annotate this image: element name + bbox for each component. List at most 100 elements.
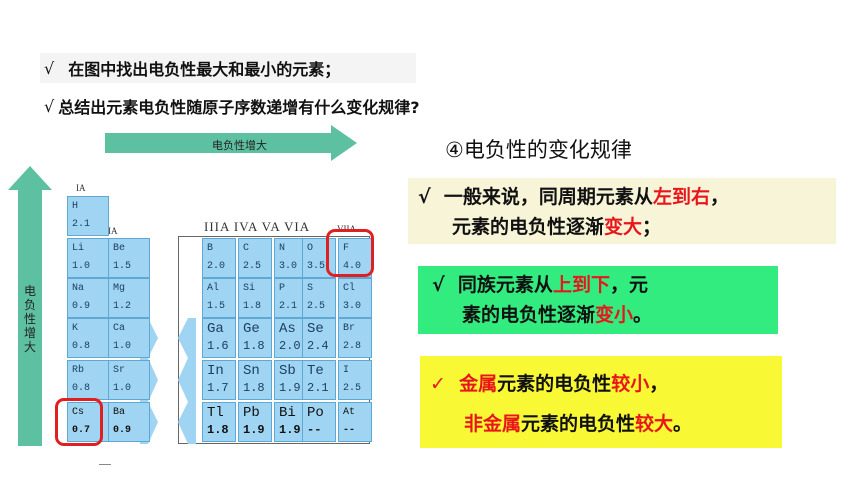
horizontal-arrow-label: 电负性增大 xyxy=(212,139,267,152)
rule-line-2: 非金属元素的电负性较大。 xyxy=(430,406,782,442)
rule-text: 。 xyxy=(673,413,693,435)
element-electronegativity: 2.5 xyxy=(307,301,326,312)
element-symbol: C xyxy=(243,243,250,254)
element-cell: Ba 0.9 xyxy=(108,402,150,442)
element-electronegativity: 2.8 xyxy=(343,341,362,352)
highlight-text: 金属 xyxy=(459,373,498,395)
vertical-arrow xyxy=(8,166,52,446)
element-symbol: F xyxy=(343,243,350,254)
element-symbol: Be xyxy=(113,243,126,254)
max-electronegativity-highlight xyxy=(326,229,374,277)
element-cell: Ca 1.0 xyxy=(108,318,150,358)
element-symbol: S xyxy=(307,283,314,294)
torn-edge-right xyxy=(178,318,196,444)
rule-text: 素的电负性逐渐 xyxy=(462,304,596,326)
check-mark: √ xyxy=(418,186,431,208)
element-symbol: P xyxy=(279,283,286,294)
element-symbol: Tl xyxy=(207,405,224,421)
element-cell: Ga 1.6 xyxy=(202,318,236,358)
element-electronegativity: 2.0 xyxy=(207,261,226,272)
element-symbol: O xyxy=(307,243,314,254)
rule-box-metal: ✓ 金属元素的电负性较小， 非金属元素的电负性较大。 xyxy=(420,356,782,448)
element-symbol: Cs xyxy=(72,407,85,418)
element-electronegativity: 1.2 xyxy=(113,301,132,312)
question-text: 在图中找出电负性最大和最小的元素； xyxy=(68,60,341,79)
element-cell: S 2.5 xyxy=(302,278,336,318)
element-symbol: Si xyxy=(243,283,256,294)
element-symbol: Pb xyxy=(243,405,260,421)
element-symbol: Sn xyxy=(243,363,260,379)
element-symbol: B xyxy=(207,243,214,254)
element-symbol: Ge xyxy=(243,321,260,337)
element-symbol: Br xyxy=(343,323,356,334)
element-symbol: Sb xyxy=(279,363,296,379)
element-cell: Mg 1.2 xyxy=(108,278,150,318)
element-symbol: Li xyxy=(72,243,85,254)
element-electronegativity: 2.0 xyxy=(279,339,301,353)
dash-mark xyxy=(99,464,111,465)
element-electronegativity: 1.6 xyxy=(207,339,229,353)
element-electronegativity: 2.1 xyxy=(279,301,298,312)
rule-line-1: ✓ 金属元素的电负性较小， xyxy=(430,366,782,402)
check-mark: √ xyxy=(432,274,445,296)
highlight-text: 左到右 xyxy=(652,186,710,208)
element-electronegativity: 2.4 xyxy=(307,339,329,353)
question-2: √ 总结出元素电负性随原子序数递增有什么变化规律? xyxy=(40,91,564,121)
rule-line-2: 素的电负性逐渐变小。 xyxy=(432,300,778,330)
element-cell: Si 1.8 xyxy=(238,278,272,318)
element-electronegativity: 1.9 xyxy=(279,423,301,437)
rule-text: ， xyxy=(709,186,729,208)
element-electronegativity: 1.8 xyxy=(207,423,229,437)
element-cell: B 2.0 xyxy=(202,238,236,278)
rule-line-1: √ 一般来说，同周期元素从左到右， xyxy=(418,182,836,212)
horizontal-arrow xyxy=(105,125,357,161)
rule-text: 元素的电负性 xyxy=(521,413,636,435)
element-symbol: Al xyxy=(207,283,220,294)
element-electronegativity: 1.7 xyxy=(207,381,229,395)
rule-text: 一般来说，同周期元素从 xyxy=(443,186,653,208)
element-electronegativity: 1.0 xyxy=(113,383,132,394)
element-cell: Pb 1.9 xyxy=(238,402,272,442)
vertical-arrow-label: 电负性增大 xyxy=(23,284,36,354)
element-cell: Br 2.8 xyxy=(338,318,372,358)
question-text: 总结出元素电负性随原子序数递增有什么变化规律? xyxy=(58,98,420,117)
element-cell: Li 1.0 xyxy=(67,238,109,278)
element-symbol: Ga xyxy=(207,321,224,337)
element-electronegativity: 2.5 xyxy=(243,261,262,272)
element-symbol: Te xyxy=(307,363,324,379)
element-electronegativity: 2.1 xyxy=(307,381,329,395)
element-electronegativity: 3.0 xyxy=(279,261,298,272)
group-label-main: IIIA IVA VA VIA xyxy=(204,219,311,234)
rule-text: 元素的电负性逐渐 xyxy=(452,216,605,238)
element-symbol: Ba xyxy=(113,407,126,418)
element-symbol: In xyxy=(207,363,224,379)
element-symbol: Rb xyxy=(72,365,85,376)
element-symbol: Bi xyxy=(279,405,296,421)
question-1: √ 在图中找出电负性最大和最小的元素； xyxy=(40,53,416,83)
element-electronegativity: -- xyxy=(343,425,356,436)
rule-box-group: √ 同族元素从上到下，元 素的电负性逐渐变小。 xyxy=(418,266,778,334)
element-electronegativity: 2.1 xyxy=(72,219,91,230)
rule-text: 同族元素从 xyxy=(457,274,553,296)
element-electronegativity: 3.0 xyxy=(343,301,362,312)
element-electronegativity: 0.8 xyxy=(72,383,91,394)
highlight-text: 非金属 xyxy=(464,413,522,435)
element-symbol: At xyxy=(343,407,356,418)
group-label-ia: IA xyxy=(76,183,86,193)
element-symbol: Mg xyxy=(113,283,126,294)
rule-line-2: 元素的电负性逐渐变大； xyxy=(418,212,836,242)
element-electronegativity: 1.8 xyxy=(243,301,262,312)
element-electronegativity: 1.0 xyxy=(72,261,91,272)
element-symbol: Ca xyxy=(113,323,126,334)
highlight-text: 较大 xyxy=(635,413,674,435)
element-cell: C 2.5 xyxy=(238,238,272,278)
element-electronegativity: 0.9 xyxy=(113,425,132,436)
highlight-text: 变大 xyxy=(604,216,643,238)
element-electronegativity: 1.9 xyxy=(243,423,265,437)
element-electronegativity: 1.0 xyxy=(113,341,132,352)
